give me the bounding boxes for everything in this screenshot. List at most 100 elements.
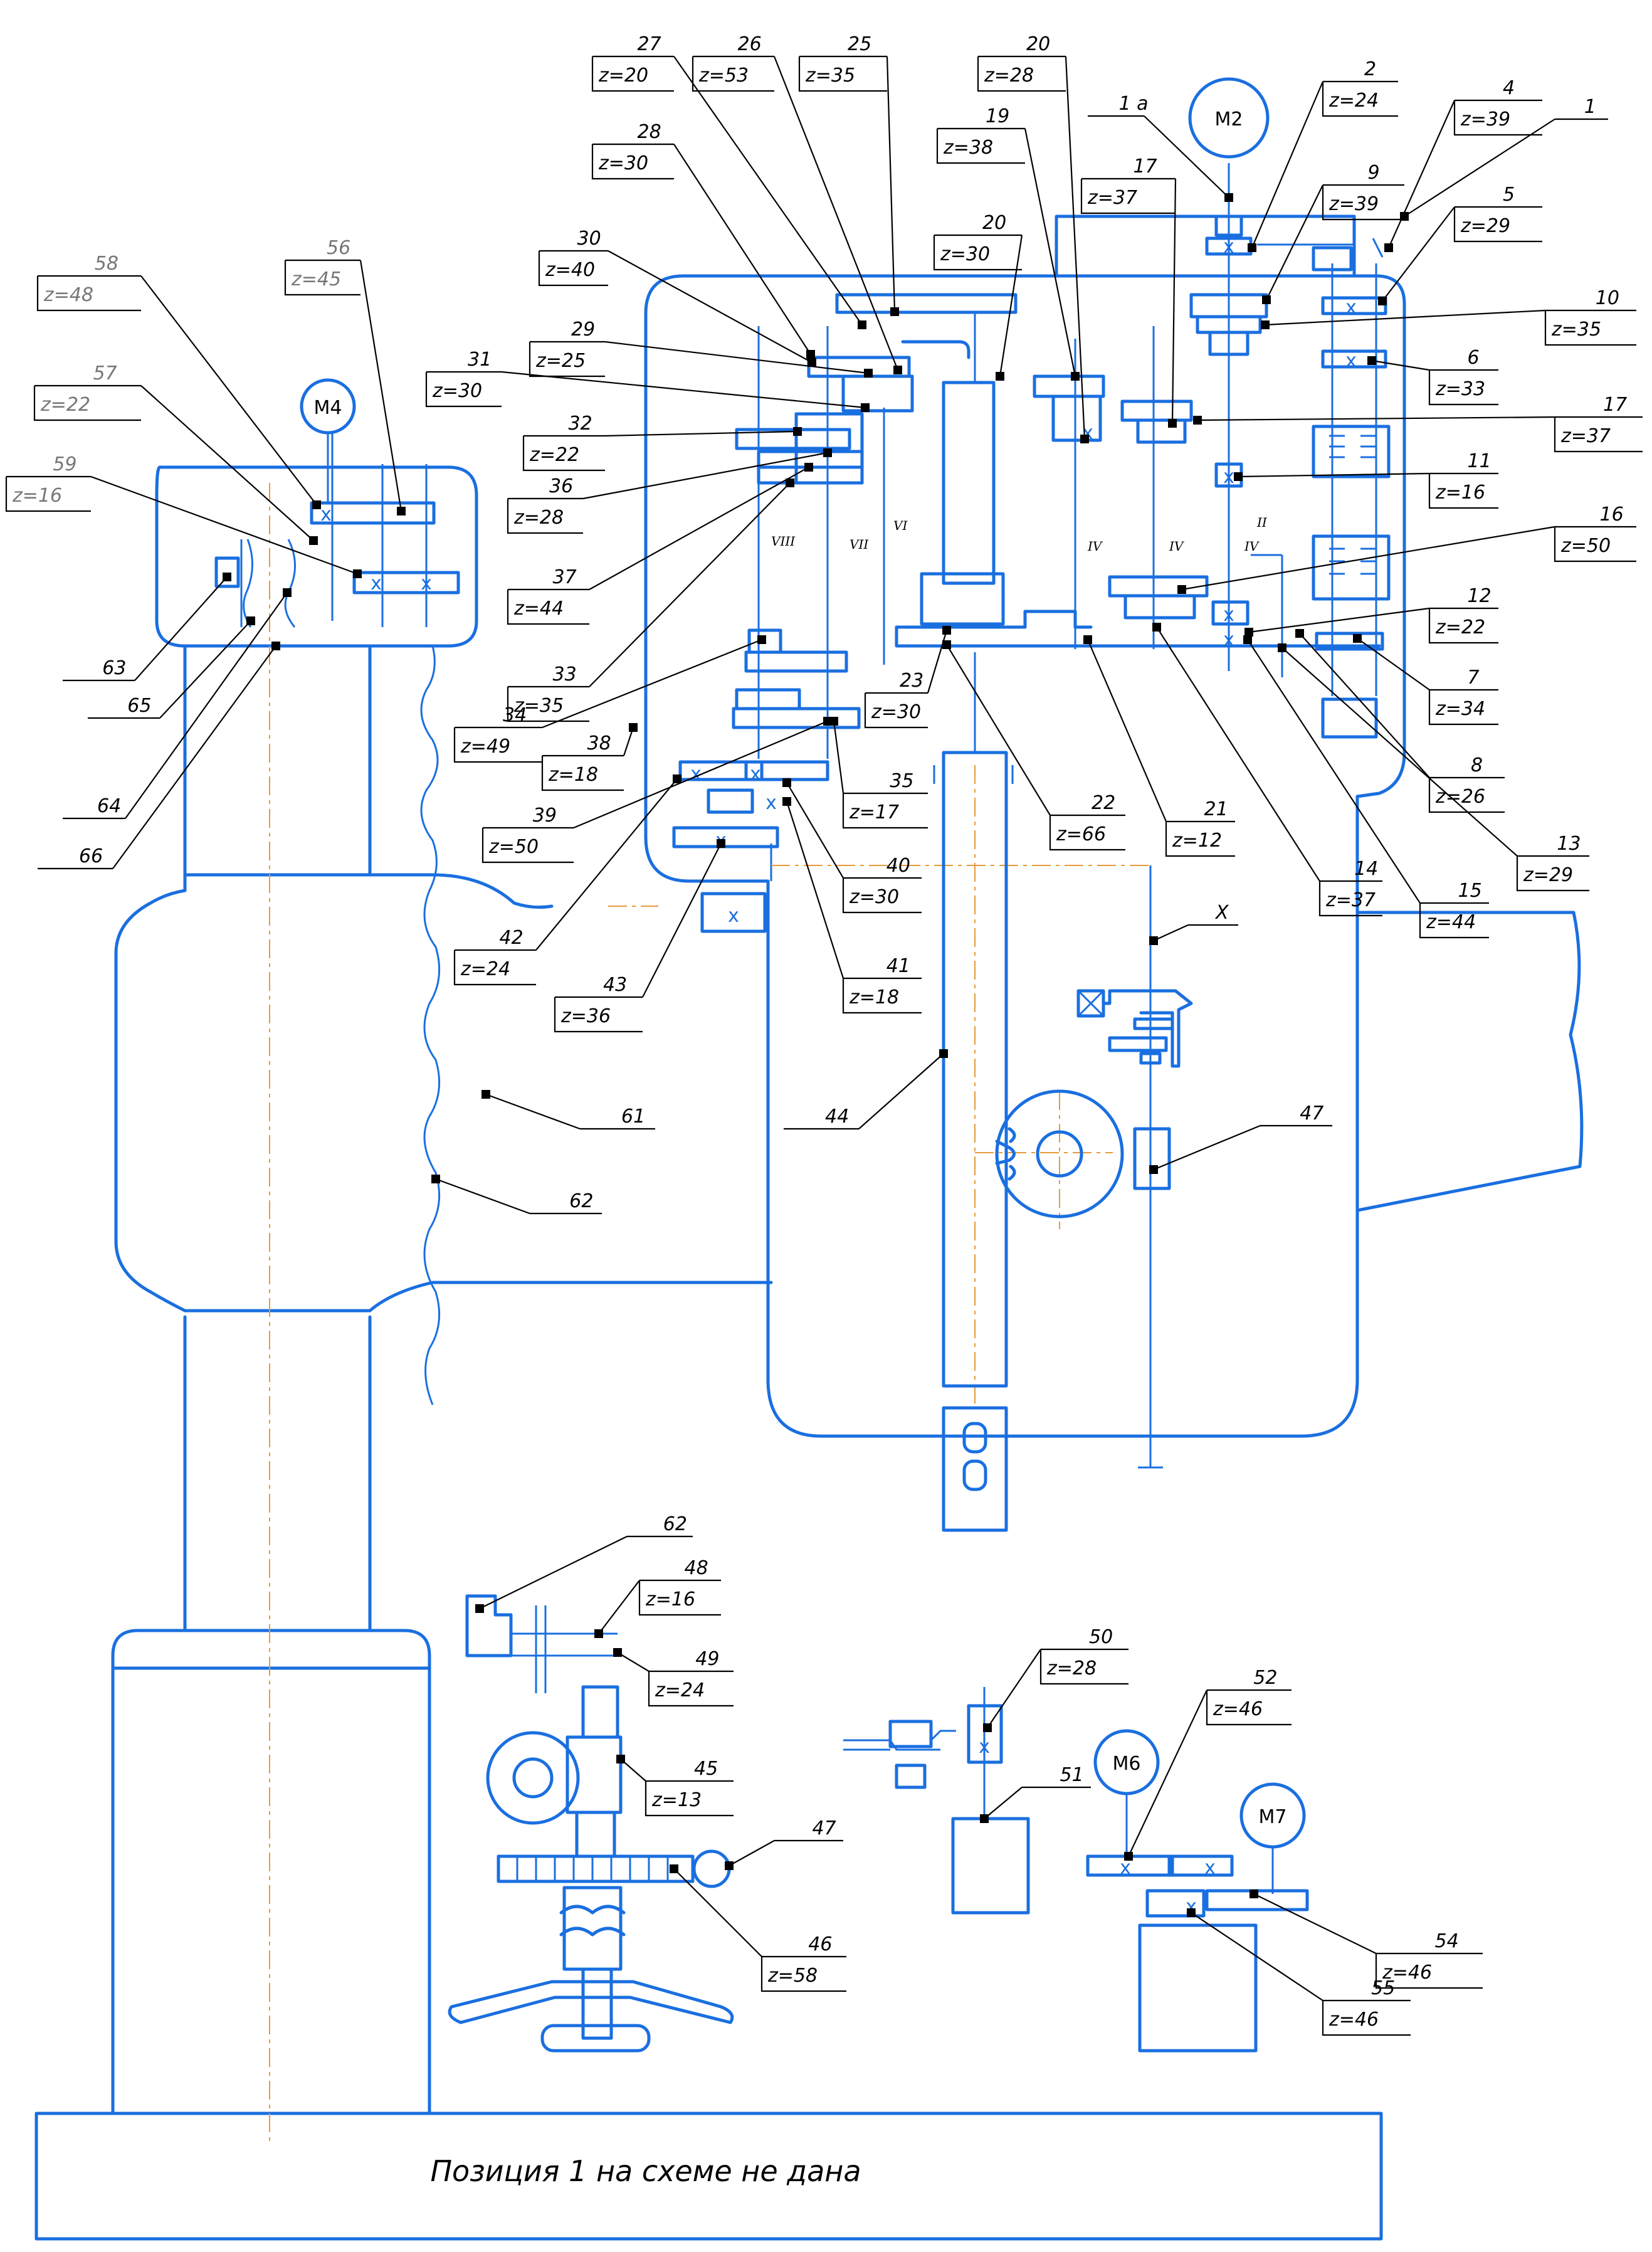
callout-dot (1124, 1852, 1133, 1861)
callout-c12: 12 z=22 (1244, 585, 1498, 644)
callout-c17b: 17z=37 (1193, 394, 1643, 453)
callout-number: 55 (1371, 1977, 1395, 1999)
callout-number: 61 (621, 1106, 645, 1128)
callout-teeth: z=24 (460, 958, 510, 980)
callout-c57: 57z=22 (33, 362, 318, 545)
svg-text:x: x (1223, 236, 1234, 258)
callout-c11: 11z=16 (1234, 450, 1498, 509)
callout-c44: 44 (784, 1049, 948, 1130)
callout-c56: 56z=45 (284, 237, 406, 515)
callout-c29: 29z=25 (529, 319, 873, 378)
callout-dot (481, 1090, 490, 1099)
callout-c42: 42z=24 (453, 774, 681, 986)
callout-dot (1234, 472, 1243, 481)
callout-teeth: z=28 (1046, 1657, 1097, 1679)
svg-text:x: x (320, 504, 332, 526)
callout-teeth: z=46 (1213, 1698, 1263, 1720)
callout-teeth: z=29 (1460, 215, 1510, 237)
callout-teeth: z=35 (513, 695, 564, 717)
callout-c64: 64 (63, 588, 292, 820)
column (183, 1315, 372, 1632)
callout-dot (246, 616, 255, 625)
callout-number: 47 (1300, 1102, 1323, 1124)
callout-number: 14 (1354, 858, 1378, 880)
callout-number: 20 (982, 212, 1006, 234)
callout-teeth: z=30 (598, 152, 648, 174)
motor-m6-label: M6 (1113, 1753, 1141, 1775)
callout-dot (786, 478, 794, 487)
callout-number: 28 (638, 121, 661, 143)
svg-text:x: x (1223, 604, 1234, 626)
callout-dot (673, 774, 681, 783)
svg-text:x: x (728, 905, 739, 927)
callout-dot (983, 1723, 992, 1732)
callout-dot (616, 1755, 625, 1763)
callout-c39: 39z=50 (481, 717, 832, 864)
callout-c62b: 62 (475, 1513, 693, 1613)
callout-teeth: z=22 (1435, 616, 1485, 638)
callout-teeth: z=30 (871, 701, 921, 723)
axis-lines (269, 483, 1150, 2145)
callout-number: 6 (1468, 347, 1480, 369)
callout-number: 26 (738, 33, 762, 55)
callout-number: 64 (97, 795, 121, 817)
callout-dot (782, 797, 791, 806)
callout-dot (1243, 635, 1252, 644)
callout-number: 2 (1364, 58, 1376, 80)
callout-teeth: z=58 (767, 1965, 818, 1987)
shaft-label: VII (850, 537, 869, 552)
callout-teeth: z=29 (1523, 864, 1573, 886)
callout-dot (725, 1861, 734, 1870)
motors: M4 M2 M6 M7 (300, 77, 1306, 1849)
callout-dot (1367, 356, 1376, 365)
callout-number: 30 (577, 228, 601, 250)
callout-teeth: z=37 (1325, 889, 1376, 911)
callout-teeth: z=44 (513, 598, 564, 620)
callout-number: 17 (1603, 394, 1627, 416)
callout-teeth: z=53 (698, 65, 749, 87)
callout-teeth: z=20 (598, 65, 648, 87)
callout-dot (1187, 1908, 1196, 1917)
callout-dot (890, 307, 899, 316)
callout-dot (1149, 936, 1158, 945)
callout-number: 43 (603, 974, 627, 996)
callout-dot (804, 463, 813, 472)
callout-c47b: 47 (725, 1817, 843, 1870)
callout-c34: 34z=49 (453, 635, 766, 763)
callout-teeth: z=24 (1328, 90, 1379, 112)
callout-c9: 9z=39 (1262, 162, 1404, 304)
callout-c43: 43z=36 (554, 839, 725, 1033)
callout-c55: 55z=46 (1187, 1908, 1411, 2036)
callout-number: 49 (695, 1648, 719, 1670)
callout-c66: 66 (38, 642, 280, 870)
callout-c21: 21z=12 (1083, 635, 1235, 857)
callout-number: 1 (1584, 96, 1596, 118)
callout-c14: 14 z=37 (1152, 623, 1382, 917)
callout-teeth: z=46 (1382, 1962, 1432, 1984)
callout-dot (1083, 635, 1092, 644)
callout-number: 16 (1600, 504, 1624, 526)
callout-dot (793, 427, 802, 436)
callout-number: 4 (1503, 77, 1515, 99)
callout-teeth: z=13 (651, 1789, 702, 1811)
callout-dot (1152, 623, 1161, 632)
callout-number: 12 (1468, 585, 1492, 607)
callout-teeth: z=37 (1087, 187, 1137, 209)
callout-number: 51 (1060, 1764, 1084, 1786)
callout-teeth: z=24 (655, 1679, 705, 1701)
callout-number: 1 a (1119, 93, 1149, 115)
callout-teeth: z=35 (805, 65, 855, 87)
callout-dot (893, 366, 902, 374)
callout-c28: 28 z=30 (591, 121, 815, 359)
callout-dot (223, 573, 231, 581)
callout-dot (939, 1049, 948, 1058)
callout-dot (1353, 634, 1362, 643)
callout-c48: 48z=16 (594, 1557, 721, 1638)
part-callouts: 58z=4856z=4557z=2259z=166365646627z=2026… (5, 33, 1643, 2036)
callout-teeth: z=40 (545, 259, 595, 281)
callout-teeth: z=33 (1435, 378, 1485, 400)
callout-c47a: 47 (1149, 1102, 1332, 1174)
headstock-housing (644, 274, 1406, 1438)
callout-c65: 65 (88, 616, 255, 719)
rack-46 (497, 1854, 695, 1883)
